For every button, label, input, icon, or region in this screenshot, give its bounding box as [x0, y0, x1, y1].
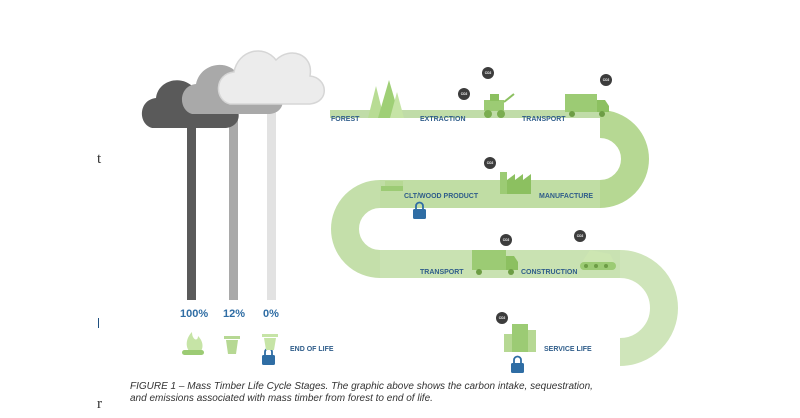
co2-puff-icon: CO2	[600, 74, 612, 86]
cloud-icon	[217, 50, 325, 105]
stage-label-end-of-life: END OF LIFE	[290, 346, 334, 353]
path-bend-1	[599, 110, 649, 208]
path-bend-3	[619, 250, 678, 366]
stage-label-service-life: SERVICE LIFE	[544, 346, 592, 353]
stage-label-transport-2: TRANSPORT	[420, 269, 464, 276]
stage-label-transport-1: TRANSPORT	[522, 116, 566, 123]
truck-icon	[565, 94, 609, 117]
recycle-bin-icon	[262, 334, 278, 350]
co2-label: CO2	[577, 234, 584, 238]
co2-puff-icon: CO2	[482, 67, 494, 79]
cloud-mid-stalk	[229, 102, 238, 300]
trash-can-icon	[224, 336, 240, 354]
stage-label-manufacture: MANUFACTURE	[539, 193, 593, 200]
co2-label: CO2	[499, 316, 506, 320]
figure-caption: FIGURE 1 – Mass Timber Life Cycle Stages…	[130, 381, 690, 405]
lock-icon	[413, 201, 426, 219]
serpentine-path	[180, 110, 678, 366]
caption-line-1: FIGURE 1 – Mass Timber Life Cycle Stages…	[130, 381, 593, 392]
path-row-1-band	[330, 110, 600, 118]
carbon-clouds	[141, 50, 325, 300]
co2-label: CO2	[461, 92, 468, 96]
caption-line-2: and emissions associated with mass timbe…	[130, 393, 433, 404]
cloud-light-stalk	[267, 95, 276, 300]
factory-icon	[500, 172, 531, 194]
log-pile-icon	[381, 181, 403, 191]
percentage-100: 100%	[180, 308, 208, 320]
stage-label-construction: CONSTRUCTION	[521, 269, 577, 276]
margin-text-bar	[98, 318, 99, 328]
margin-text-t: t	[97, 151, 102, 167]
truck-icon	[472, 250, 518, 275]
lock-icon	[511, 355, 524, 373]
co2-puff-icon: CO2	[500, 234, 512, 246]
cloud-dark-stalk	[187, 112, 196, 300]
co2-label: CO2	[503, 238, 510, 242]
stage-label-forest: FOREST	[331, 116, 360, 123]
percentage-0: 0%	[263, 308, 279, 320]
co2-puff-icon: CO2	[458, 88, 470, 100]
tractor-icon	[484, 93, 515, 118]
co2-puff-icon: CO2	[484, 157, 496, 169]
co2-label: CO2	[603, 78, 610, 82]
margin-text-r: r	[97, 396, 102, 412]
stage-label-clt-product: CLT/WOOD PRODUCT	[404, 193, 479, 200]
building-icon	[504, 324, 536, 352]
co2-puff-icon: CO2	[574, 230, 586, 242]
co2-puff-icon: CO2	[496, 312, 508, 324]
stage-label-extraction: EXTRACTION	[420, 116, 466, 123]
co2-label: CO2	[485, 71, 492, 75]
percentage-12: 12%	[223, 308, 245, 320]
bulldozer-icon	[580, 250, 616, 270]
tree-icon	[368, 80, 404, 118]
path-bend-2	[331, 180, 381, 278]
co2-label: CO2	[487, 161, 494, 165]
fire-icon	[182, 332, 204, 355]
